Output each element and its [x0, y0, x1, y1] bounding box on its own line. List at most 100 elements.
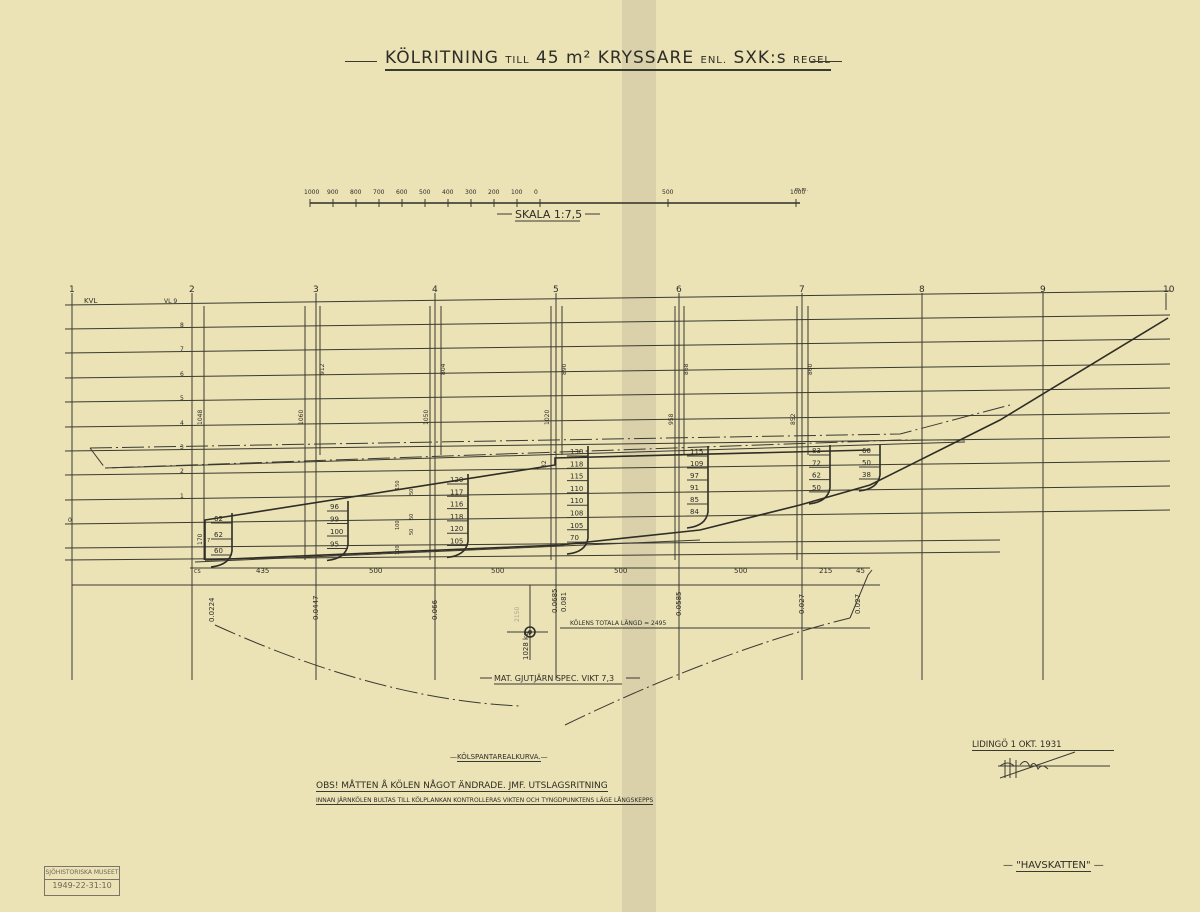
waterline: [64, 290, 1171, 306]
boat-name: — "HAVSKATTEN" —: [1003, 860, 1104, 872]
waterline: [64, 338, 1171, 354]
keel-height: 170: [197, 533, 204, 545]
waterline-label: 0: [68, 517, 72, 524]
offset-value: 110: [570, 497, 583, 505]
material-note: MAT. GJUTJÄRN SPEC. VIKT 7,3: [494, 673, 614, 683]
depth-dim: 860: [807, 363, 814, 375]
waterline: [64, 436, 1171, 452]
offset-value: 120: [450, 476, 463, 484]
scale-tick-label: 0: [534, 189, 538, 196]
station-number: 9: [1040, 285, 1046, 295]
offset-value: 115: [570, 473, 583, 481]
waterline: [64, 387, 1171, 403]
offset-value: 109: [690, 460, 703, 468]
offset-value: 70: [570, 534, 579, 542]
section-area-value: 0.081: [560, 592, 568, 612]
scale-tick-label: 300: [465, 189, 477, 196]
depth-dim: 868: [683, 363, 690, 375]
station-number: 7: [799, 285, 805, 295]
station-spacing: CS: [194, 569, 201, 575]
section-area-value: 0.0447: [312, 596, 320, 621]
depth-dim: 1050: [423, 410, 430, 425]
depth-dim: 1020: [544, 410, 551, 425]
offset-value: 38: [862, 471, 871, 479]
scale-tick-label: 700: [373, 189, 385, 196]
title-main: KÖLRITNING: [385, 48, 499, 68]
offset-value: 105: [570, 522, 583, 530]
offset-value: 95: [330, 541, 339, 549]
station-spacing: 215: [819, 567, 832, 575]
scale-tick-label: 200: [488, 189, 500, 196]
station-number: 10: [1163, 285, 1175, 295]
station-spacing: 435: [256, 567, 269, 575]
offset-value: 60: [862, 447, 871, 455]
waterline-label: 2: [180, 468, 184, 475]
note-inspection: INNAN JÄRNKÖLEN BULTAS TILL KÖLPLANKAN K…: [316, 797, 654, 805]
offset-value: 100: [330, 528, 343, 536]
notch-dim: 32: [541, 460, 548, 468]
offset-value: 62: [214, 515, 223, 523]
curve-label: —KÖLSPANTAREALKURVA.—: [450, 753, 548, 762]
vl-label: VL 9: [164, 298, 177, 305]
vertical-dim: 100: [395, 520, 401, 530]
station-spacing: 500: [614, 567, 627, 575]
signature: [998, 751, 1110, 779]
scale-tick-label: 500: [662, 189, 674, 196]
depth-dim: 890: [561, 363, 568, 375]
waterline: [64, 363, 1171, 379]
cg-faint-note: 2150: [514, 607, 521, 622]
offset-value: 108: [570, 510, 583, 518]
station-spacing: 500: [734, 567, 747, 575]
section-area-value: 0.027: [854, 594, 862, 614]
station-number: 3: [313, 285, 319, 295]
center-of-gravity-marker: 1028 kg 2150: [507, 585, 548, 660]
offset-value: 50: [812, 484, 821, 492]
station-number: 8: [919, 285, 925, 295]
depth-dim: 958: [668, 413, 675, 425]
depth-dim: 852: [790, 413, 797, 425]
waterline-label: 8: [180, 322, 184, 329]
offset-value: 97: [690, 472, 699, 480]
offset-value: 110: [570, 485, 583, 493]
scale-label: SKALA 1:7,5: [515, 208, 582, 221]
offset-value: 118: [450, 513, 463, 521]
station-spacing: 500: [491, 567, 504, 575]
waterline: [64, 314, 1171, 330]
section-area-value: 0.066: [431, 599, 439, 620]
offset-value: 91: [690, 484, 699, 492]
depth-dim: 1060: [298, 410, 305, 425]
scale-tick-label: 800: [350, 189, 362, 196]
offset-value: 115: [690, 448, 703, 456]
drawing-title: KÖLRITNING TILL 45 m² KRYSSARE ENL. SXK:…: [385, 48, 831, 71]
offset-value: 50: [862, 459, 871, 467]
waterline: [64, 509, 1171, 525]
offset-value: 84: [690, 508, 699, 516]
title-regel: REGEL: [793, 55, 831, 66]
section-area-curve: [214, 569, 873, 726]
vertical-dim: 50: [409, 514, 415, 520]
offset-value: 62: [214, 531, 223, 539]
scale-tick-label: 900: [327, 189, 339, 196]
station-spacing: 500: [369, 567, 382, 575]
scale-tick-label: 400: [442, 189, 454, 196]
scale-tick-label: 1000: [304, 189, 319, 196]
stamp-number: 1949-22-31:10: [52, 881, 112, 890]
scale-unit: m.m.: [795, 187, 808, 193]
archive-stamp: SJÖHISTORISKA MUSEET 1949-22-31:10: [44, 866, 120, 896]
keel-profile: [194, 317, 1169, 563]
waterline-label: 5: [180, 395, 184, 402]
station-number: 2: [189, 285, 195, 295]
waterline: [64, 412, 1171, 428]
section-area-value: 0.0224: [208, 597, 216, 622]
title-size: 45 m²: [535, 48, 592, 68]
cg-weight: 1028 kg: [522, 631, 530, 660]
waterline-label: 7: [180, 346, 184, 353]
station-number: 4: [432, 285, 438, 295]
section-area-value: 0.0685: [551, 589, 559, 614]
vertical-dim: 100: [395, 545, 401, 555]
